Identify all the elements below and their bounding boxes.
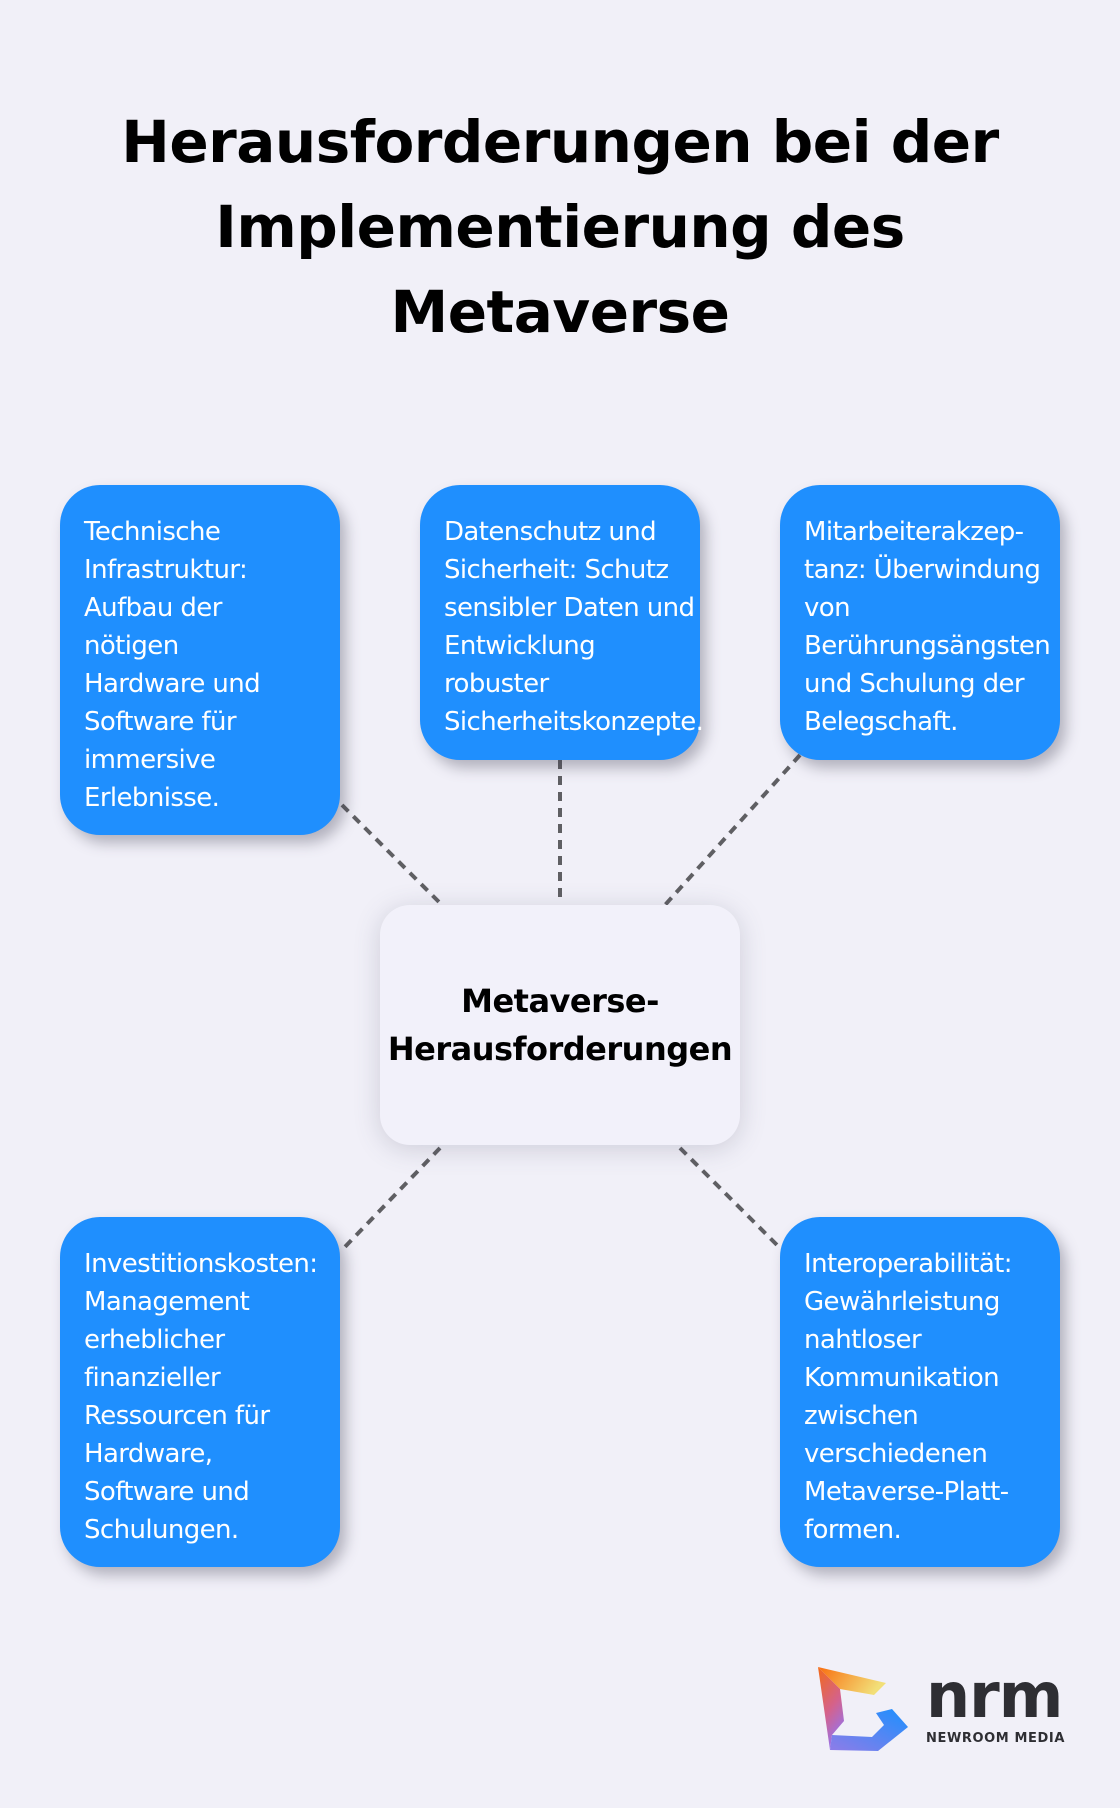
card-investitionskosten: Investitionskosten: Management erheblich… (60, 1217, 340, 1567)
nrm-gradient-bracket-icon (818, 1667, 908, 1751)
title-line-1: Herausforderungen bei der (121, 108, 999, 176)
title-line-3: Metaverse (390, 278, 730, 346)
connector-bottom-left (340, 1146, 442, 1252)
logo-wordmark: nrm (926, 1659, 1063, 1732)
card-technische-infrastruktur: Technische Infrastruktur: Aufbau der nöt… (60, 485, 340, 835)
card-interoperabilitaet: Interoperabilität: Gewährleistung nahtlo… (780, 1217, 1060, 1567)
center-line-2: Herausforderungen (387, 1030, 733, 1068)
nrm-logo: nrm NEWROOM MEDIA (818, 1665, 1078, 1755)
center-line-1: Metaverse- (461, 982, 659, 1020)
card-mitarbeiterakzeptanz: Mitarbeiterakzep- tanz: Überwindung von … (780, 485, 1060, 760)
connector-top-left (340, 803, 444, 907)
connector-bottom-right (678, 1146, 782, 1250)
connector-top-right (663, 753, 802, 907)
center-node: Metaverse- Herausforderungen (380, 905, 740, 1145)
logo-subtitle: NEWROOM MEDIA (926, 1731, 1065, 1746)
card-datenschutz: Datenschutz und Sicherheit: Schutz sensi… (420, 485, 704, 760)
page-title: Herausforderungen bei der Implementierun… (0, 100, 1120, 355)
title-line-2: Implementierung des (215, 193, 905, 261)
